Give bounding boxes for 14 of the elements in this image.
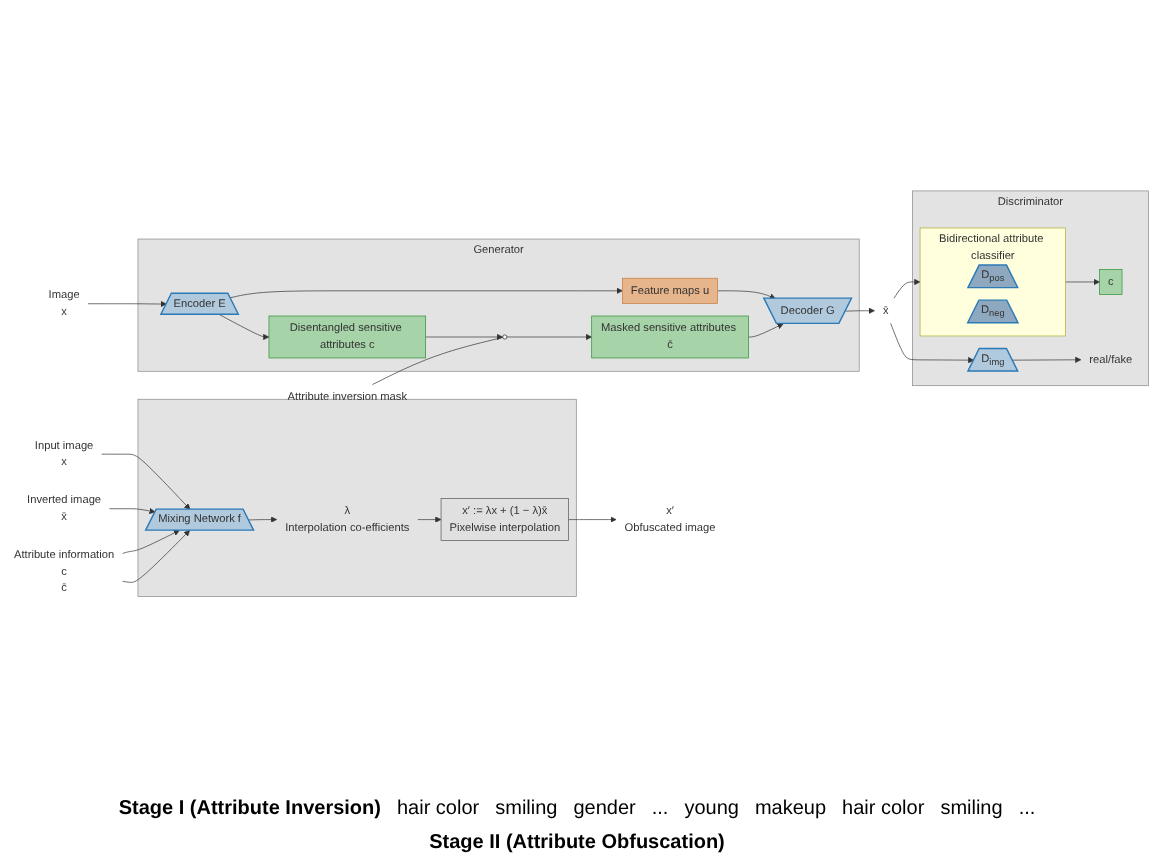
node-circle [502, 334, 508, 340]
connector [372, 337, 504, 385]
attribute-label: smiling [495, 798, 558, 820]
attribute-label: gender [573, 798, 636, 820]
cluster [137, 398, 577, 597]
attribute-label: hair color [842, 798, 925, 820]
attribute-label: makeup [754, 798, 827, 820]
attribute-label: hair color [396, 798, 480, 820]
attribute-label: ... [1018, 798, 1036, 820]
attribute-label: ... [651, 798, 669, 820]
attribute-label: young [684, 798, 739, 820]
stage-title: Stage II (Attribute Obfuscation) [429, 832, 725, 854]
attribute-label: smiling [940, 798, 1003, 820]
stage-title: Stage I (Attribute Inversion) [118, 798, 381, 820]
